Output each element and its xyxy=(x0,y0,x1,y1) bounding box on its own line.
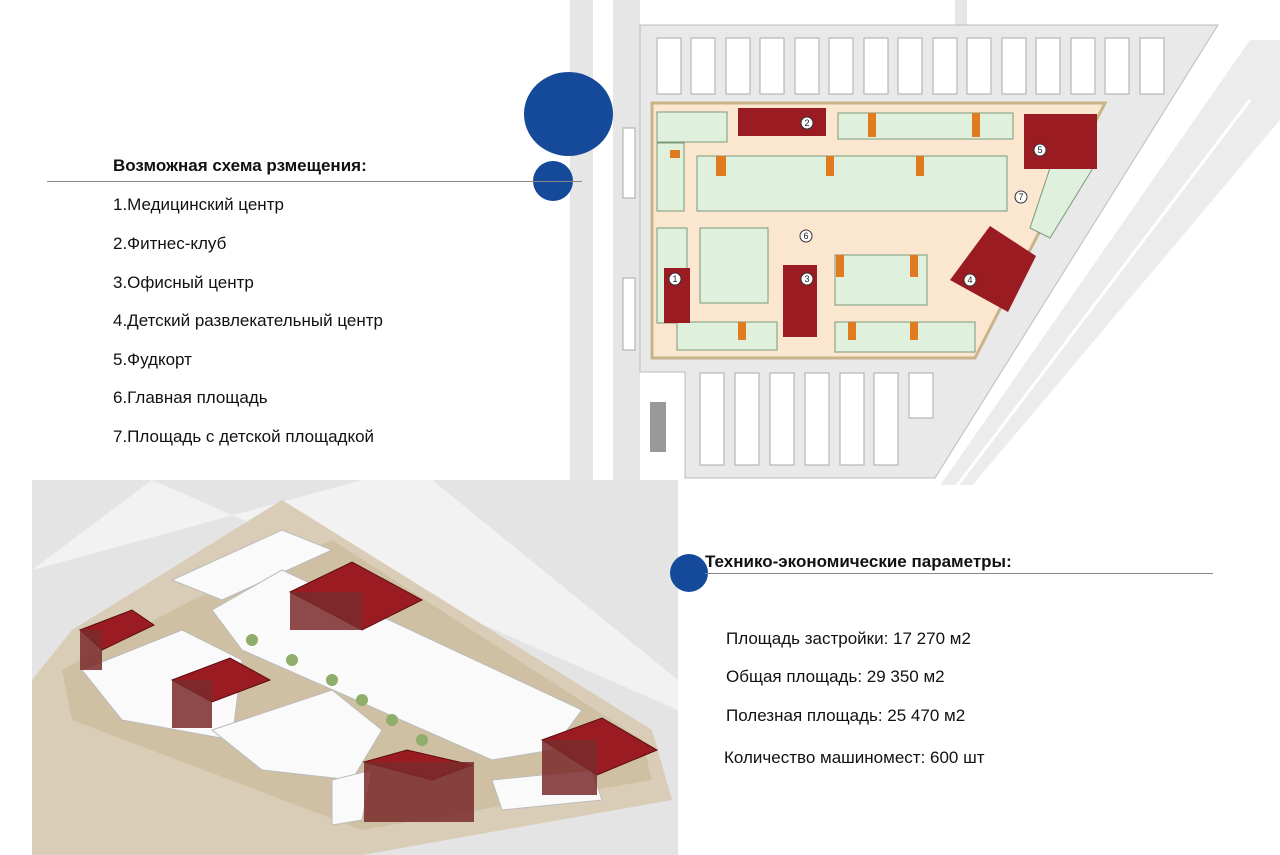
plan-label-5: 5 xyxy=(1037,145,1042,155)
plan-label-4: 4 xyxy=(967,275,972,285)
layout-section-title: Возможная схема рзмещения: xyxy=(113,156,367,175)
aerial-render xyxy=(32,480,678,855)
site-plan: 1 2 3 4 5 6 7 xyxy=(560,0,1280,485)
plan-label-2: 2 xyxy=(804,118,809,128)
layout-item: 3.Офисный центр xyxy=(113,273,254,292)
decor-circle-large xyxy=(524,72,613,156)
layout-item: 5.Фудкорт xyxy=(113,350,192,369)
param-item: Площадь застройки: 17 270 м2 xyxy=(726,629,971,648)
param-item: Полезная площадь: 25 470 м2 xyxy=(726,706,966,725)
params-section-divider xyxy=(705,573,1213,574)
layout-item: 6.Главная площадь xyxy=(113,388,268,407)
layout-item: 7.Площадь с детской площадкой xyxy=(113,427,375,446)
layout-section-divider xyxy=(47,181,582,182)
plan-label-7: 7 xyxy=(1018,192,1023,202)
params-section-title: Технико-экономические параметры: xyxy=(705,552,1012,571)
param-item: Количество машиномест: 600 шт xyxy=(724,748,985,767)
plan-label-3: 3 xyxy=(804,274,809,284)
layout-item: 2.Фитнес-клуб xyxy=(113,234,227,253)
layout-item: 1.Медицинский центр xyxy=(113,195,284,214)
param-item: Общая площадь: 29 350 м2 xyxy=(726,667,945,686)
decor-circle-params xyxy=(670,554,708,592)
layout-item: 4.Детский развлекательный центр xyxy=(113,311,383,330)
plan-label-6: 6 xyxy=(803,231,808,241)
plan-label-1: 1 xyxy=(672,274,677,284)
